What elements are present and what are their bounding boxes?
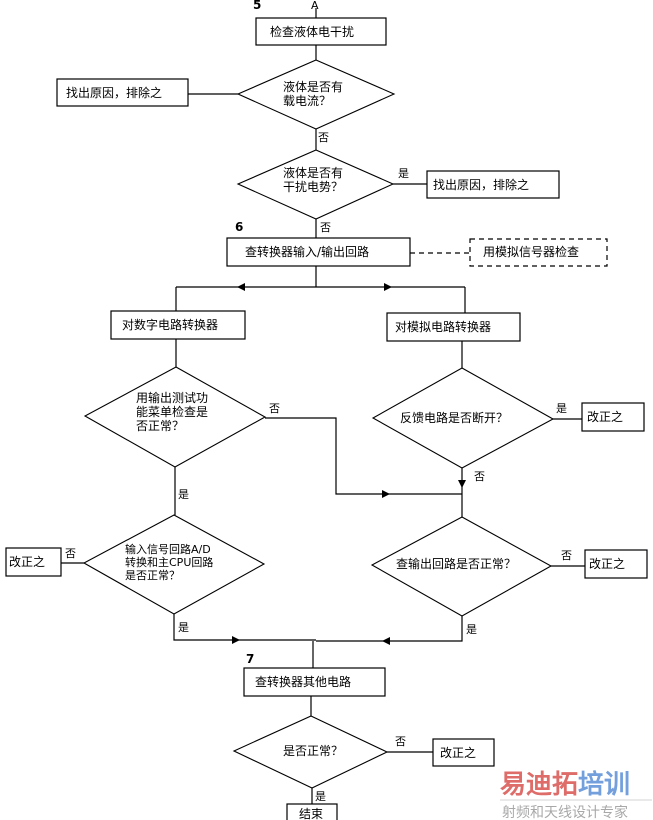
decision-output-test-menu-line1: 用输出测试功 bbox=[136, 390, 208, 405]
decision-input-ad-cpu-line3: 是否正常？ bbox=[125, 569, 180, 582]
edge-output-yes bbox=[316, 616, 463, 642]
box-fix-input-text: 改正之 bbox=[9, 555, 45, 569]
edge-label-no: 否 bbox=[561, 549, 572, 562]
edge-label-no: 否 bbox=[474, 470, 485, 483]
box-fix-cause-1-text: 找出原因，排除之 bbox=[66, 85, 162, 100]
box-fix-output-text: 改正之 bbox=[589, 557, 625, 571]
decision-feedback-open-text: 反馈电路是否断开？ bbox=[400, 410, 508, 425]
edge-label-no: 否 bbox=[269, 402, 280, 415]
box-simulate-signal-text: 用模拟信号器检查 bbox=[483, 244, 579, 259]
arrow-right bbox=[382, 490, 390, 498]
box-end bbox=[286, 803, 338, 820]
watermark: 易迪拓 培训 射频和天线设计专家 bbox=[500, 770, 652, 820]
edge-label-no: 否 bbox=[318, 131, 329, 144]
edge-label-yes: 是 bbox=[178, 488, 189, 501]
watermark-brand-part2: 培训 bbox=[578, 770, 630, 800]
edge-label-no: 否 bbox=[395, 735, 406, 748]
box-check-io-loop bbox=[226, 237, 411, 267]
edge-label-yes: 是 bbox=[178, 621, 189, 634]
box-simulate-signal bbox=[469, 238, 608, 267]
decision-interference-emf-line1: 液体是否有 bbox=[283, 165, 343, 180]
box-fix-input bbox=[5, 547, 62, 577]
watermark-tagline: 射频和天线设计专家 bbox=[502, 804, 628, 820]
step-number-5: 5 bbox=[253, 0, 261, 12]
box-fix-feedback bbox=[581, 402, 645, 432]
edge-label-yes: 是 bbox=[398, 167, 409, 180]
edge-label-yes: 是 bbox=[315, 790, 326, 803]
edge-label-no: 否 bbox=[320, 221, 331, 234]
connector-a-label: A bbox=[311, 0, 319, 12]
box-check-other-circuits bbox=[243, 667, 386, 697]
arrow-left bbox=[382, 637, 390, 645]
decision-normal-text: 是否正常？ bbox=[283, 744, 343, 758]
box-fix-cause-2-text: 找出原因，排除之 bbox=[433, 177, 529, 192]
decision-output-test-menu-line2: 能菜单检查是 bbox=[136, 404, 208, 419]
box-fix-feedback-text: 改正之 bbox=[587, 410, 623, 424]
decision-output-test-menu-line3: 否正常？ bbox=[136, 419, 184, 433]
box-digital-converter bbox=[110, 310, 246, 340]
step-number-7: 7 bbox=[246, 652, 254, 666]
arrow-right bbox=[232, 636, 240, 644]
step-number-6: 6 bbox=[235, 220, 243, 234]
box-fix-final-text: 改正之 bbox=[440, 746, 476, 760]
edge-label-yes: 是 bbox=[556, 402, 567, 415]
decision-carrier-current-line2: 载电流？ bbox=[283, 94, 331, 108]
box-check-liquid-interference-text: 检查液体电干扰 bbox=[270, 24, 354, 39]
arrow-down bbox=[458, 480, 466, 488]
box-check-io-loop-text: 查转换器输入/输出回路 bbox=[245, 244, 369, 259]
edge-label-no: 否 bbox=[65, 547, 76, 560]
decision-output-loop-text: 查输出回路是否正常？ bbox=[396, 556, 516, 571]
arrow-right bbox=[384, 283, 392, 291]
box-fix-final bbox=[432, 738, 495, 767]
decision-carrier-current-line1: 液体是否有 bbox=[283, 79, 343, 94]
box-analog-converter bbox=[386, 312, 521, 342]
decision-input-ad-cpu-line1: 输入信号回路A/D bbox=[125, 542, 211, 556]
box-fix-cause-1 bbox=[56, 78, 189, 107]
box-check-other-circuits-text: 查转换器其他电路 bbox=[255, 674, 351, 689]
edge-label-yes: 是 bbox=[466, 623, 477, 636]
box-fix-cause-2 bbox=[426, 170, 560, 199]
edge-input-yes bbox=[173, 614, 316, 641]
watermark-brand-part1: 易迪拓 bbox=[500, 770, 578, 800]
decision-interference-emf-line2: 干扰电势？ bbox=[283, 180, 343, 194]
arrow-left bbox=[237, 283, 245, 291]
box-end-text: 结束 bbox=[299, 807, 323, 820]
decision-input-ad-cpu-line2: 转换和主CPU回路 bbox=[125, 555, 213, 569]
box-analog-converter-text: 对模拟电路转换器 bbox=[395, 319, 491, 334]
box-fix-output bbox=[584, 549, 648, 579]
box-digital-converter-text: 对数字电路转换器 bbox=[122, 317, 218, 332]
box-check-liquid-interference bbox=[255, 17, 387, 46]
edge-output-test-no bbox=[265, 417, 462, 495]
